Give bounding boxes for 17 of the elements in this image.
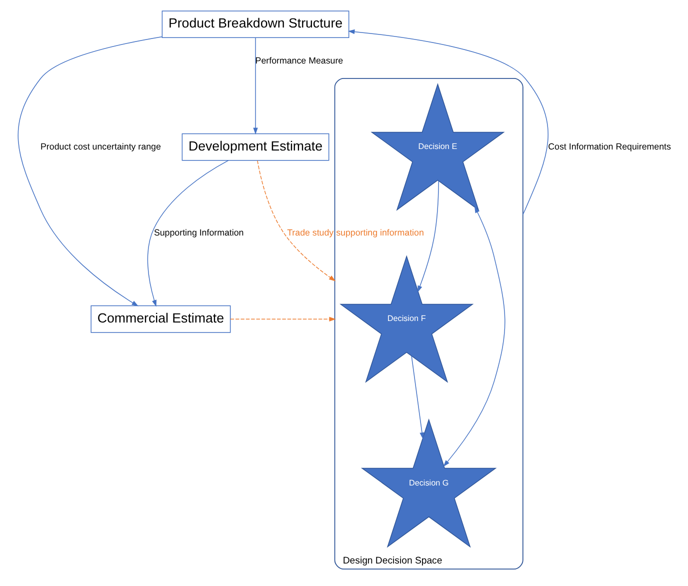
arrow [442, 206, 505, 467]
node-box: Commercial Estimate [90, 305, 230, 333]
edge-label: Trade study supporting information [286, 227, 424, 238]
edge-label: Performance Measure [254, 55, 343, 66]
arrow [252, 37, 258, 134]
node-box: Development Estimate [181, 133, 329, 161]
edge-label: Product cost uncertainty range [40, 141, 160, 152]
arrow [17, 36, 162, 306]
edge-label: Supporting Information [153, 227, 244, 238]
node-box: Product Breakdown Structure [161, 10, 349, 38]
arrow [256, 160, 336, 282]
arrow [146, 160, 228, 307]
arrow [229, 316, 336, 322]
arrow [417, 180, 438, 292]
edge-label: Cost Information Requirements [548, 141, 670, 152]
arrow [348, 29, 548, 215]
arrow [410, 356, 424, 440]
